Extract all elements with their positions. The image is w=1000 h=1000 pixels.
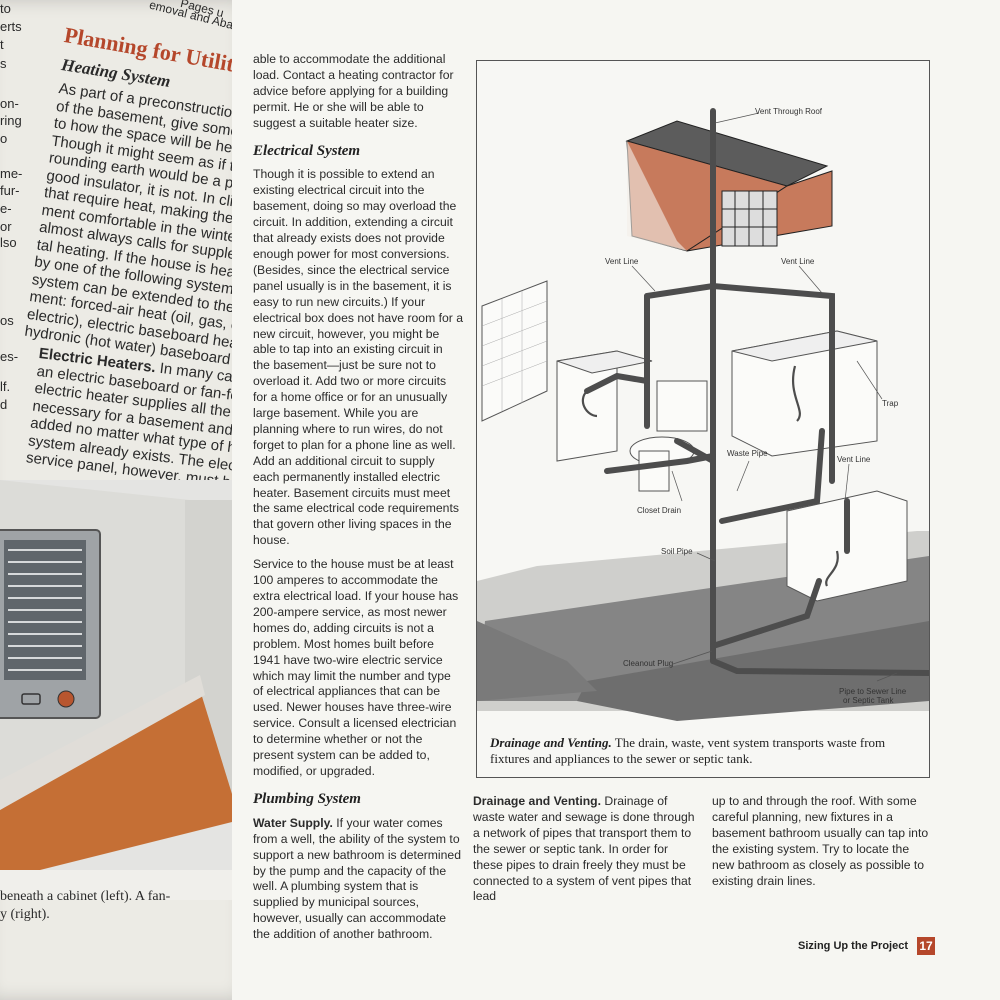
dwv-illustration [477,108,929,721]
electric-heaters-body: Electric Heaters. In many cases an elect… [25,345,255,495]
figure-caption-text: The drain, waste, vent system transports… [490,735,886,766]
callout-vent-through-roof: Vent Through Roof [755,107,823,116]
heating-continuation: able to accommodate the additional load.… [253,52,454,130]
water-supply-runin: Water Supply. [253,815,333,830]
callout-waste-pipe: Waste Pipe [727,449,768,458]
edge-fragment: ring [0,113,22,128]
callout-vent-line-lower: Vent Line [837,455,871,464]
heater-photo [0,480,255,900]
photo-caption-line-1: beneath a cabinet (left). A fan- [0,889,171,904]
edge-fragment: e- [0,201,12,216]
edge-fragment: t [0,37,4,52]
text-column-2: Drainage and Venting. Drainage of waste … [473,794,699,913]
edge-fragment: o [0,131,8,146]
electrical-paragraph-1: Though it is possible to extend an exist… [253,167,464,548]
callout-pipe-to-sewer: Pipe to Sewer Line [839,687,907,696]
callout-vent-line-left: Vent Line [605,257,639,266]
edge-fragment: os [0,313,14,328]
drainage-runin: Drainage and Venting. [473,794,601,808]
edge-fragment: s [0,56,7,71]
edge-fragment: on- [0,96,19,111]
page-number: 17 [917,937,935,955]
figure-caption: Drainage and Venting. The drain, waste, … [490,735,910,767]
edge-fragment: me- [0,166,23,181]
text-column-3: up to and through the roof. With some ca… [712,794,930,897]
water-supply-text: If your water comes from a well, the abi… [253,815,461,942]
electrical-paragraph-2: Service to the house must be at least 10… [253,557,459,778]
edge-fragment: or [0,219,12,234]
drainage-continuation: up to and through the roof. With some ca… [712,794,929,888]
wall-heater [0,529,101,719]
photo-caption-line-2: y (right). [0,907,50,922]
footer-section-label: Sizing Up the Project [798,940,909,952]
text-column-1: able to accommodate the additional load.… [253,52,463,951]
callout-cleanout-plug: Cleanout Plug [623,659,674,668]
edge-fragment: to [0,1,11,16]
water-supply-paragraph: Water Supply. If your water comes from a… [253,816,463,943]
edge-fragment: d [0,397,8,412]
drainage-text: Drainage of waste water and sewage is do… [473,794,695,904]
edge-fragment: fur- [0,183,20,198]
plumbing-heading: Plumbing System [253,790,361,807]
callout-septic-tank: or Septic Tank [843,696,894,705]
house-illustration [625,120,833,252]
edge-fragment: lf. [0,379,11,394]
callout-vent-line-right: Vent Line [781,257,815,266]
edge-fragment: es- [0,349,19,364]
electrical-heading: Electrical System [253,142,361,159]
edge-fragment: erts [0,19,22,34]
figure-caption-bold: Drainage and Venting. [490,735,612,750]
callout-closet-drain: Closet Drain [637,506,682,515]
edge-fragment: lso [0,235,17,250]
dwv-figure: Vent Through Roof Vent Line Vent Line Tr… [476,60,930,778]
callout-trap: Trap [882,399,899,408]
callout-soil-pipe: Soil Pipe [661,547,693,556]
